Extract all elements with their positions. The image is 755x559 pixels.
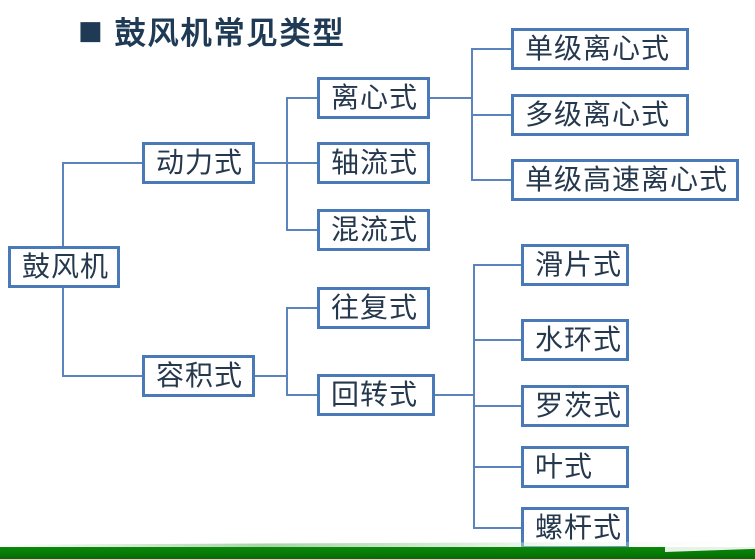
node-root-blower: 鼓风机 xyxy=(8,246,120,288)
node-positive-displacement-type: 容积式 xyxy=(142,355,255,397)
connector-to-multi-stage xyxy=(471,114,511,116)
node-water-ring: 水环式 xyxy=(521,319,629,361)
connector-to-roots xyxy=(473,405,521,407)
connector-to-single-stage xyxy=(471,48,511,50)
connector-to-reciprocating xyxy=(286,307,317,309)
connector-centrifugal-out xyxy=(430,97,472,99)
connector-to-centrifugal xyxy=(286,97,317,99)
slide-title: ■ 鼓风机常见类型 xyxy=(78,8,346,53)
connector-rotary-out xyxy=(435,394,474,396)
footer-white-notch xyxy=(665,545,755,552)
node-mixed-flow: 混流式 xyxy=(317,209,430,251)
node-centrifugal: 离心式 xyxy=(317,77,430,119)
node-multi-stage-centrifugal: 多级离心式 xyxy=(511,94,689,136)
node-single-stage-high-speed-centrifugal: 单级高速离心式 xyxy=(511,159,739,201)
connector-to-high-speed xyxy=(471,179,511,181)
node-reciprocating: 往复式 xyxy=(317,287,430,329)
connector-root-down-vertical xyxy=(62,288,64,376)
node-axial-flow: 轴流式 xyxy=(317,142,430,184)
connector-to-lobe xyxy=(473,466,521,468)
connector-positive-vertical xyxy=(286,307,288,396)
connector-to-water-ring xyxy=(473,339,521,341)
node-rotary: 回转式 xyxy=(317,374,435,416)
connector-root-to-dynamic xyxy=(62,162,142,164)
slide-title-text: 鼓风机常见类型 xyxy=(114,16,346,52)
connector-dynamic-vertical xyxy=(286,97,288,231)
node-lobe: 叶式 xyxy=(521,446,629,488)
connector-positive-out xyxy=(255,375,287,377)
node-single-stage-centrifugal: 单级离心式 xyxy=(511,28,689,70)
node-dynamic-type: 动力式 xyxy=(142,142,255,184)
connector-to-sliding-vane xyxy=(473,264,521,266)
connector-to-screw xyxy=(473,527,521,529)
connector-root-to-positive xyxy=(62,375,142,377)
footer-green-bar xyxy=(0,547,755,559)
connector-rotary-vertical xyxy=(473,264,475,529)
node-sliding-vane: 滑片式 xyxy=(521,244,629,286)
node-roots: 罗茨式 xyxy=(521,385,629,427)
connector-to-mixed xyxy=(286,229,317,231)
connector-to-rotary xyxy=(286,394,317,396)
connector-root-up-vertical xyxy=(62,163,64,246)
square-bullet-icon: ■ xyxy=(78,15,105,46)
